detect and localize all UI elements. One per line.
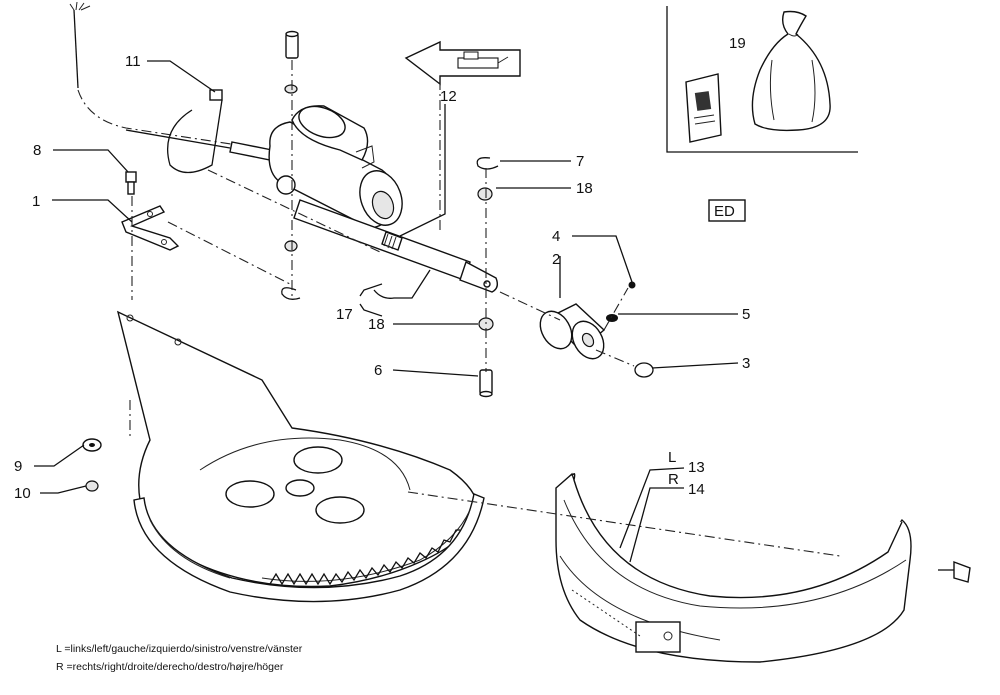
legend-right: R =rechts/right/droite/derecho/destro/hø… [56, 661, 284, 673]
pin-5 [606, 314, 618, 322]
callout-4: 4 [552, 228, 560, 245]
cover-13-14 [555, 472, 912, 663]
legend-left: L =links/left/gauche/izquierdo/sinistro/… [56, 643, 303, 655]
roller-2 [539, 303, 606, 360]
linear-actuator [125, 105, 499, 293]
washer-3 [634, 362, 654, 378]
callout-14: 14 [688, 481, 705, 498]
ball-4 [628, 281, 636, 289]
callout-17: 17 [336, 306, 353, 323]
cable-tie [166, 89, 223, 174]
callout-3: 3 [742, 355, 750, 372]
base-plate [116, 310, 485, 603]
version-badge: ED [708, 199, 746, 222]
callout-8: 8 [33, 142, 41, 159]
callout-7: 7 [576, 153, 584, 170]
callout-1: 1 [32, 193, 40, 210]
washer-9 [82, 438, 102, 452]
screw-8 [125, 171, 137, 195]
callout-labels: 11 12 8 1 7 18 4 2 5 3 17 18 6 9 10 L 13… [14, 53, 750, 502]
callout-R: R [668, 471, 679, 488]
pin-6 [479, 369, 493, 398]
bushing-mid [284, 240, 298, 252]
callout-12: 12 [440, 88, 457, 105]
bushing-top [284, 84, 298, 94]
callout-5: 5 [742, 306, 750, 323]
clip-left [281, 287, 301, 300]
clip-7 [476, 157, 499, 170]
mounting-bracket [121, 205, 180, 251]
callout-6: 6 [374, 362, 382, 379]
parts-bag-icon [751, 10, 831, 132]
power-cable [69, 1, 271, 151]
nut-10 [85, 480, 99, 492]
callout-18-bottom: 18 [368, 316, 385, 333]
instruction-leaflet-icon [685, 73, 722, 143]
bushing-18-top [477, 187, 493, 201]
adjustment-knob [938, 560, 971, 583]
pin-top [285, 30, 299, 59]
callout-11: 11 [125, 53, 141, 70]
leader-lines [34, 60, 739, 563]
callout-10: 10 [14, 485, 31, 502]
assembly-lines [129, 60, 841, 557]
callout-2: 2 [552, 251, 560, 268]
badge-text: ED [714, 203, 735, 220]
callout-18-top: 18 [576, 180, 593, 197]
direction-arrow-icon [404, 40, 521, 86]
callout-L: L [668, 449, 676, 466]
callout-19: 19 [729, 35, 746, 52]
callout-13: 13 [688, 459, 705, 476]
accessory-inset: 19 [666, 6, 858, 153]
callout-9: 9 [14, 458, 22, 475]
